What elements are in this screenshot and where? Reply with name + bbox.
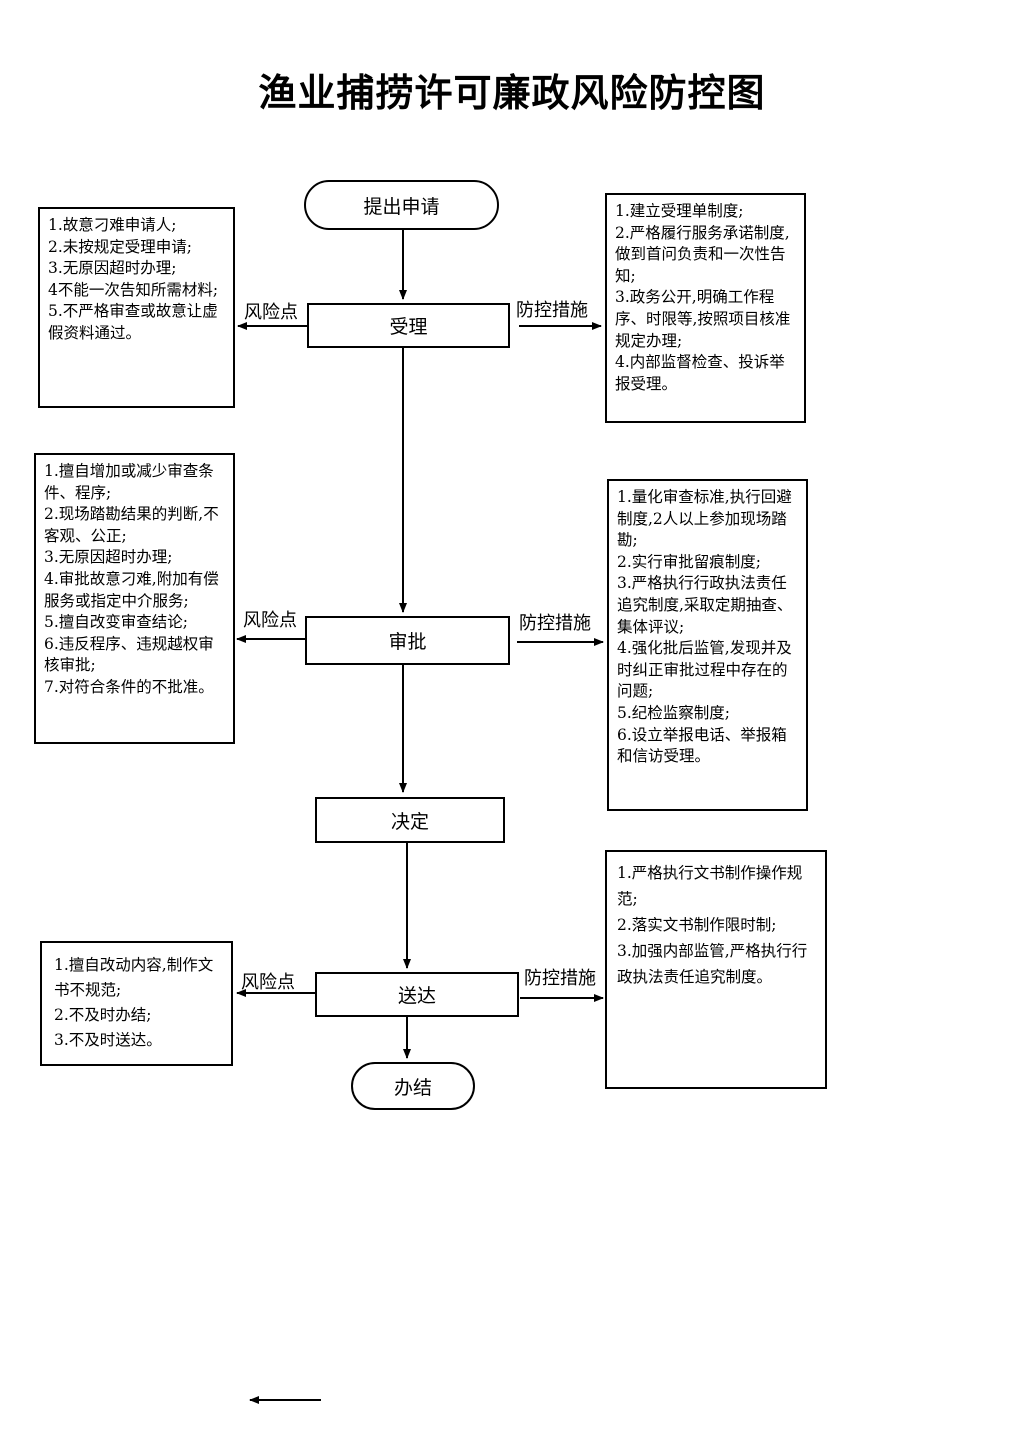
control-item: 3.政务公开,明确工作程序、时限等,按照项目核准规定办理; bbox=[615, 288, 791, 350]
control-item: 2.落实文书制作限时制; bbox=[617, 916, 777, 934]
control-item: 5.纪检监察制度; bbox=[617, 703, 731, 722]
risk-item: 5.擅自改变审查结论; bbox=[44, 613, 189, 632]
risk-item: 2.不及时办结; bbox=[54, 1006, 152, 1024]
risk-item: 7.对符合条件的不批准。 bbox=[44, 677, 214, 696]
control-item: 2.实行审批留痕制度; bbox=[617, 552, 762, 571]
control-item: 3.加强内部监管,严格执行行政执法责任追究制度。 bbox=[617, 942, 808, 986]
control-item: 3.严格执行行政执法责任追究制度,采取定期抽查、集体评议; bbox=[617, 574, 793, 636]
control-item: 1.量化审查标准,执行回避制度,2人以上参加现场踏勘; bbox=[617, 488, 792, 550]
page-title: 渔业捕捞许可廉政风险防控图 bbox=[258, 70, 766, 115]
control-item: 6.设立举报电话、举报箱和信访受理。 bbox=[617, 725, 787, 766]
node-deliver: 送达 bbox=[315, 972, 519, 1017]
control-item: 1.严格执行文书制作操作规范; bbox=[617, 864, 803, 908]
deliver-risks-box: 1.擅自改动内容,制作文书不规范; 2.不及时办结; 3.不及时送达。 bbox=[40, 941, 233, 1066]
risk-item: 1.擅自改动内容,制作文书不规范; bbox=[54, 956, 214, 999]
label-accept-risk: 风险点 bbox=[244, 302, 298, 323]
accept-risks-box: 1.故意刁难申请人; 2.未按规定受理申请; 3.无原因超时办理; 4不能一次告… bbox=[38, 207, 235, 408]
control-item: 2.严格履行服务承诺制度,做到首问负责和一次性告知; bbox=[615, 223, 790, 285]
risk-item: 2.现场踏勘结果的判断,不客观、公正; bbox=[44, 505, 219, 545]
risk-item: 4.审批故意刁难,附加有偿服务或指定中介服务; bbox=[44, 569, 219, 610]
risk-item: 1.故意刁难申请人; bbox=[48, 216, 177, 234]
deliver-controls-box: 1.严格执行文书制作操作规范; 2.落实文书制作限时制; 3.加强内部监管,严格… bbox=[605, 850, 827, 1089]
approve-controls-box: 1.量化审查标准,执行回避制度,2人以上参加现场踏勘; 2.实行审批留痕制度; … bbox=[607, 479, 808, 811]
node-finish: 办结 bbox=[351, 1062, 475, 1110]
risk-item: 1.擅自增加或减少审查条件、程序; bbox=[44, 462, 214, 502]
label-deliver-control: 防控措施 bbox=[524, 968, 596, 989]
label-accept-control: 防控措施 bbox=[516, 300, 588, 321]
risk-item: 4不能一次告知所需材料; bbox=[48, 280, 219, 299]
accept-controls-box: 1.建立受理单制度; 2.严格履行服务承诺制度,做到首问负责和一次性告知; 3.… bbox=[605, 193, 806, 423]
risk-item: 6.违反程序、违规越权审核审批; bbox=[44, 634, 214, 675]
risk-item: 3.不及时送达。 bbox=[54, 1031, 162, 1049]
node-decide: 决定 bbox=[315, 797, 505, 843]
risk-item: 5.不严格审查或故意让虚假资料通过。 bbox=[48, 302, 218, 342]
risk-item: 3.无原因超时办理; bbox=[48, 259, 177, 278]
label-approve-control: 防控措施 bbox=[519, 613, 591, 634]
label-approve-risk: 风险点 bbox=[243, 610, 297, 631]
control-item: 4.内部监督检查、投诉举报受理。 bbox=[615, 353, 785, 393]
label-deliver-risk: 风险点 bbox=[241, 972, 295, 993]
control-item: 1.建立受理单制度; bbox=[615, 202, 744, 220]
node-accept: 受理 bbox=[307, 303, 510, 348]
node-apply: 提出申请 bbox=[304, 180, 499, 230]
control-item: 4.强化批后监管,发现并及时纠正审批过程中存在的问题; bbox=[617, 639, 792, 701]
risk-item: 3.无原因超时办理; bbox=[44, 548, 173, 567]
risk-item: 2.未按规定受理申请; bbox=[48, 237, 193, 256]
node-approve: 审批 bbox=[305, 616, 510, 665]
approve-risks-box: 1.擅自增加或减少审查条件、程序; 2.现场踏勘结果的判断,不客观、公正; 3.… bbox=[34, 453, 235, 744]
